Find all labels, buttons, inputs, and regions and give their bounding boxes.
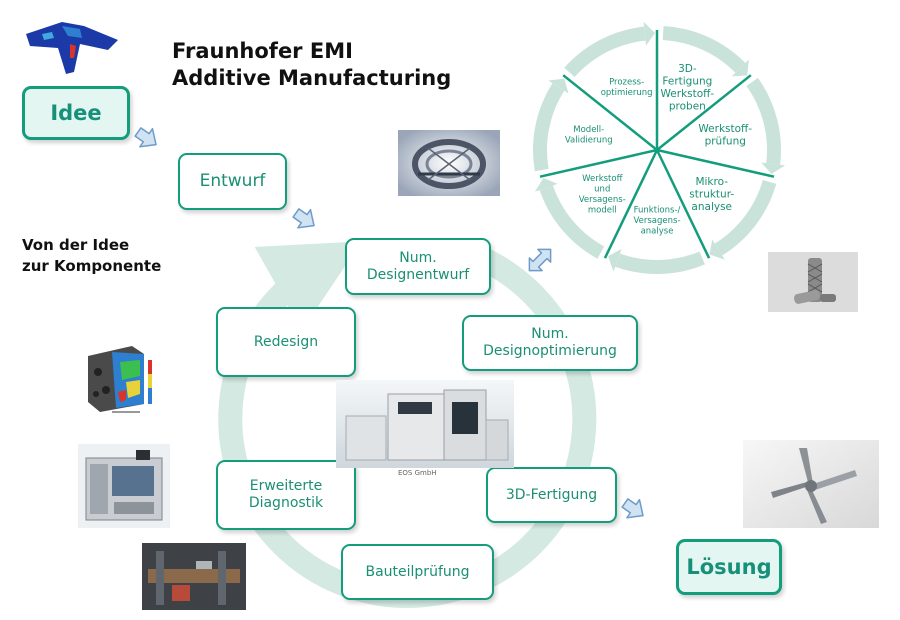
ct-analysis-image — [82, 342, 174, 416]
step-3d-fertigung: 3D-Fertigung — [486, 467, 617, 523]
cycle-arc-segment — [539, 185, 605, 259]
fe-model-image — [26, 22, 118, 74]
cycle-arrowhead — [643, 21, 655, 46]
cycle-arc-segment — [662, 26, 746, 73]
cycle-spoke — [656, 74, 752, 151]
cycle-arrowhead — [709, 239, 725, 260]
final-component-image — [743, 440, 879, 528]
diagram-subtitle: Von der Idee zur Komponente — [22, 236, 162, 275]
cycle-arc-segment — [746, 77, 781, 165]
cycle-arrowhead — [534, 178, 558, 192]
cycle-step-label: Funktions-/Versagens-analyse — [633, 205, 680, 236]
start-box-idee: Idee — [22, 86, 130, 140]
ct-scanner-image — [78, 444, 170, 528]
cycle-step-label: Werkstoff-prüfung — [698, 123, 752, 148]
cycle-spoke — [603, 149, 659, 259]
cycle-arc-segment — [564, 26, 646, 78]
cycle-arrowhead — [548, 78, 569, 94]
eos-machine-image — [336, 380, 514, 468]
step-erweiterte-diagnostik: Erweiterte Diagnostik — [216, 460, 356, 530]
step-num-designentwurf: Num. Designentwurf — [345, 238, 491, 295]
cycle-arrowhead — [608, 248, 622, 272]
cycle-arc-segment — [714, 179, 777, 256]
cycle-spoke — [539, 148, 658, 178]
step-entwurf: Entwurf — [178, 153, 287, 210]
end-box-loesung: Lösung — [676, 539, 782, 595]
cycle-spoke — [656, 148, 775, 178]
step-num-designoptimierung: Num. Designoptimierung — [462, 315, 638, 371]
step-redesign: Redesign — [216, 307, 356, 377]
page-title: Fraunhofer EMI Additive Manufacturing — [172, 39, 452, 90]
lattice-specimens-image — [768, 252, 858, 312]
cycle-arc-segment — [615, 251, 705, 274]
testing-rig-image — [142, 543, 246, 610]
lattice-ring-part-image — [398, 130, 500, 196]
step-bauteilpruefung: Bauteilprüfung — [341, 544, 494, 600]
cycle-spoke — [655, 149, 711, 259]
cycle-step-label: Prozess-optimierung — [601, 78, 653, 99]
image-credit: EOS GmbH — [398, 469, 437, 477]
cycle-arrowhead — [761, 162, 786, 175]
cycle-arc-segment — [533, 83, 565, 172]
cycle-step-label: Modell-Validierung — [565, 125, 613, 145]
cycle-spoke — [562, 74, 658, 151]
cycle-step-label: Mikro-struktur-analyse — [689, 176, 734, 213]
